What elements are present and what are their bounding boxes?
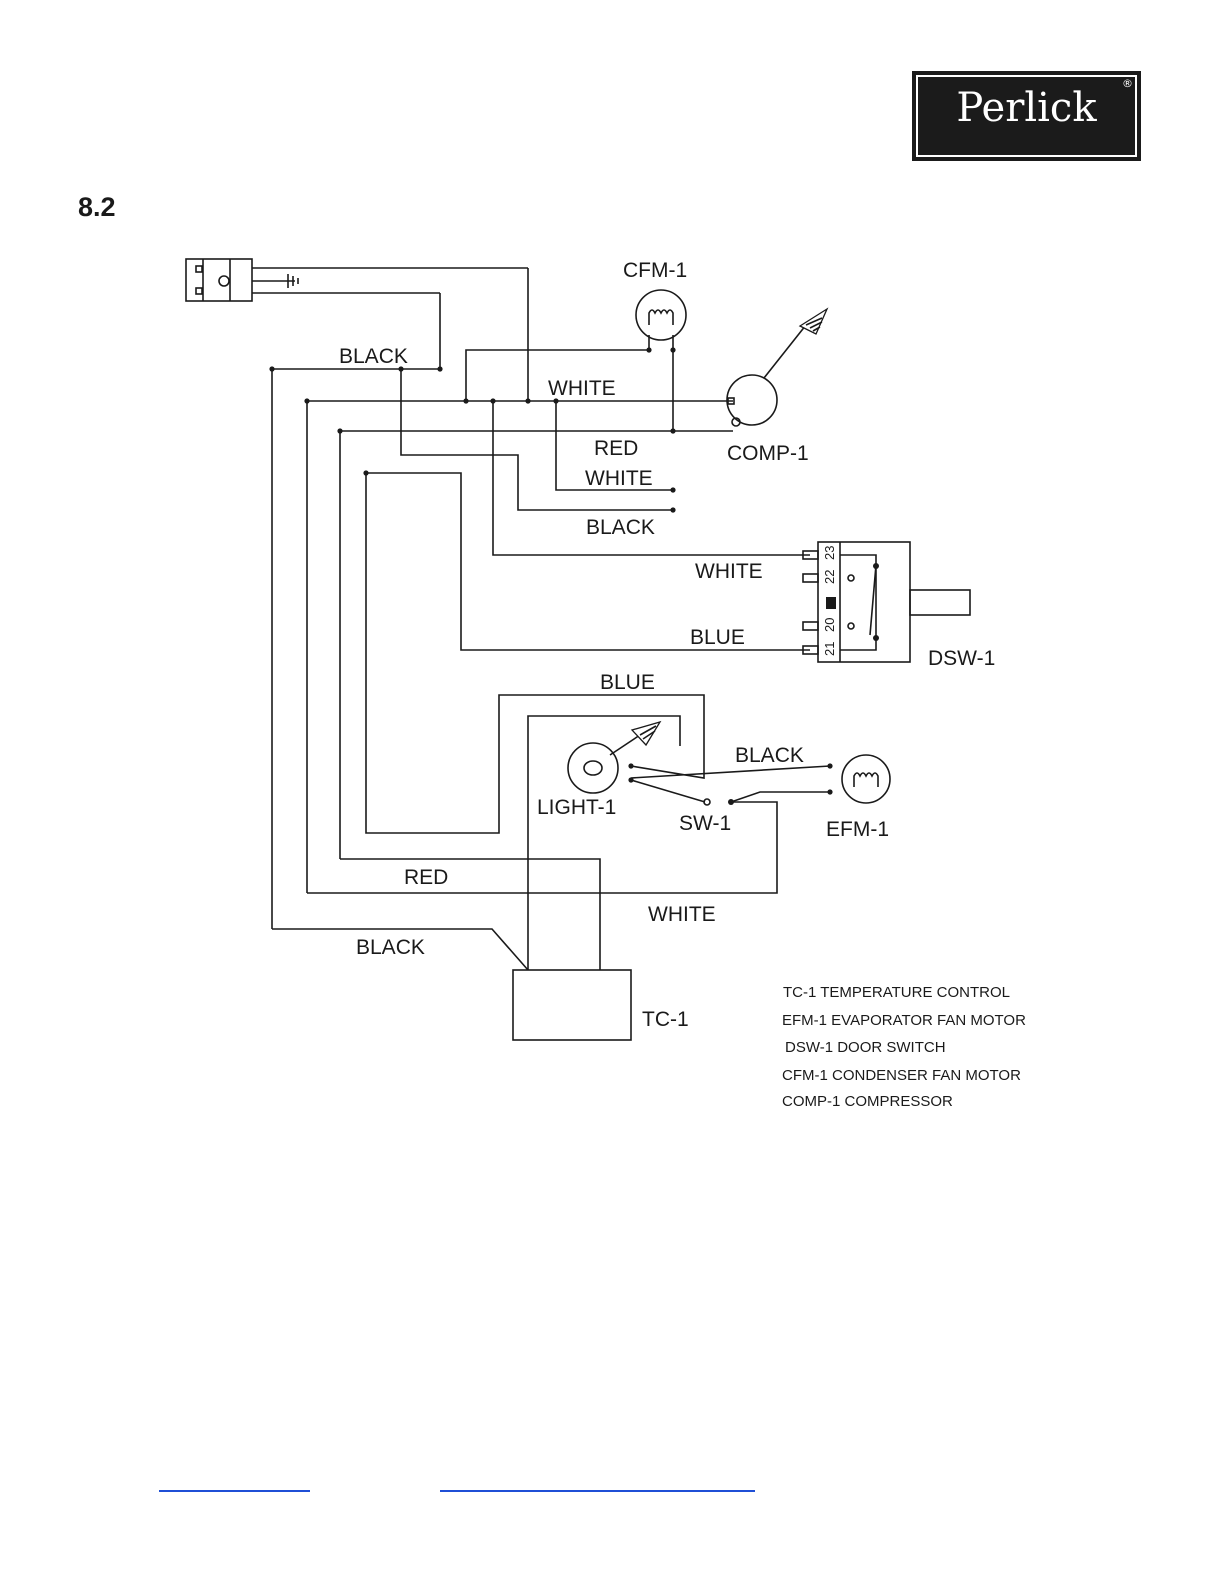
- footer-link[interactable]: [159, 1490, 310, 1492]
- efm-label: EFM-1: [826, 818, 889, 841]
- terminal-label: 21: [822, 642, 837, 656]
- wire-label: WHITE: [548, 377, 616, 400]
- wire-label: BLUE: [690, 626, 745, 649]
- terminal-label: 22: [822, 570, 837, 584]
- wire-label: BLACK: [356, 936, 425, 959]
- switch-icon: [704, 799, 734, 805]
- wire-label: BLUE: [600, 671, 655, 694]
- wire-label: RED: [404, 866, 448, 889]
- wire-harness: [272, 268, 830, 970]
- wire-label: WHITE: [648, 903, 716, 926]
- tc-label: TC-1: [642, 1008, 689, 1031]
- light-icon: [568, 722, 660, 793]
- terminal-label: 23: [822, 546, 837, 560]
- legend-item: EFM-1 EVAPORATOR FAN MOTOR: [782, 1012, 1026, 1029]
- wire-label: WHITE: [585, 467, 653, 490]
- dsw-label: DSW-1: [928, 647, 995, 670]
- wire-label: WHITE: [695, 560, 763, 583]
- power-plug-icon: [186, 259, 528, 301]
- wire-label: BLACK: [339, 345, 408, 368]
- cfm-label: CFM-1: [623, 259, 687, 282]
- condenser-fan-motor-icon: [636, 290, 686, 340]
- legend-item: DSW-1 DOOR SWITCH: [785, 1039, 946, 1056]
- evaporator-fan-motor-icon: [842, 755, 890, 803]
- legend-item: COMP-1 COMPRESSOR: [782, 1093, 953, 1110]
- legend: TC-1 TEMPERATURE CONTROL EFM-1 EVAPORATO…: [782, 984, 1026, 1110]
- footer-link[interactable]: [440, 1490, 755, 1492]
- wire-label: BLACK: [586, 516, 655, 539]
- compressor-icon: [727, 309, 827, 426]
- temperature-control-box: [513, 970, 631, 1040]
- sw-label: SW-1: [679, 812, 731, 835]
- wire-label: BLACK: [735, 744, 804, 767]
- terminal-label: 20: [822, 618, 837, 632]
- light-label: LIGHT-1: [537, 796, 616, 819]
- wire-label: RED: [594, 437, 638, 460]
- legend-item: CFM-1 CONDENSER FAN MOTOR: [782, 1067, 1021, 1084]
- comp-label: COMP-1: [727, 442, 809, 465]
- legend-item: TC-1 TEMPERATURE CONTROL: [783, 984, 1010, 1001]
